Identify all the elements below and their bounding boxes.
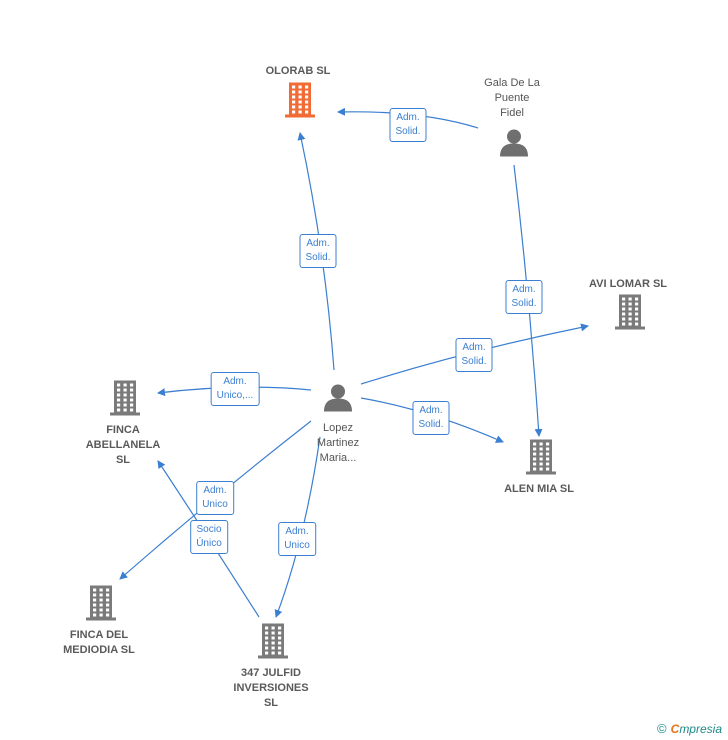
edge-label-line: Adm. [512,284,536,295]
person-icon [500,129,528,157]
edge-label-line: Adm. [223,376,247,387]
node-label-line: ALEN MIA SL [504,483,574,495]
node-label-finca_med[interactable]: FINCA DEL MEDIODIA SL [63,628,135,658]
node-label-line: Martinez [316,437,360,449]
node-label-line: FINCA [106,424,140,436]
edge-label-lopez-to-alen[interactable]: Adm. Solid. [412,401,450,435]
edge-label-line: Adm. [419,405,443,416]
node-lopez[interactable] [323,384,353,417]
edge-label-gala-to-alen[interactable]: Adm. Solid. [505,280,543,314]
node-label-olorab[interactable]: OLORAB SL [266,64,331,79]
node-finca_ab[interactable] [109,380,141,421]
edge-label-line: Adm. [285,526,309,537]
highlighted-building-icon [285,82,315,118]
edge-label-lopez-to-julfid[interactable]: Adm. Unico [278,522,316,556]
node-label-line: OLORAB SL [265,65,331,77]
edge-label-line: Adm. [306,238,330,249]
brand-footer: ©Cmpresia [657,721,722,736]
node-label-line: Puente [494,92,530,104]
node-julfid[interactable] [257,623,289,664]
edge-label-lopez-to-avi[interactable]: Adm. Solid. [455,338,493,372]
node-olorab[interactable] [284,82,316,123]
node-label-line: Gala De La [484,77,540,89]
building-icon [110,380,140,416]
building-icon [526,439,556,475]
edge-label-line: Unico [202,499,228,510]
building-icon [86,585,116,621]
edge-label-line: Solid. [395,126,421,137]
node-label-julfid[interactable]: 347 JULFID INVERSIONES SL [233,666,308,711]
node-label-line: SL [263,697,279,709]
edge-label-line: Adm. [462,342,486,353]
edge-label-line: Adm. [396,112,420,123]
building-icon [258,623,288,659]
node-label-alen[interactable]: ALEN MIA SL [504,482,574,497]
edge-label-line: Solid. [461,356,487,367]
node-gala[interactable] [499,129,529,162]
edge-label-lopez-to-finca_ab[interactable]: Adm. Unico,... [210,372,260,406]
edge-label-line: Socio [196,524,222,535]
node-label-line: ABELLANELA [85,439,161,451]
node-label-finca_ab[interactable]: FINCA ABELLANELA SL [86,423,161,468]
node-label-line: MEDIODIA SL [63,644,135,656]
edge-label-line: Solid. [305,252,331,263]
node-label-line: 347 JULFID [241,667,301,679]
node-label-line: Lopez [323,422,353,434]
edge-label-line: Solid. [511,298,537,309]
edge-label-line: Único [196,538,222,549]
node-label-line: AVI LOMAR SL [588,278,668,290]
node-label-line: SL [115,454,131,466]
edge-label-line: Adm. [203,485,227,496]
node-label-line: INVERSIONES [233,682,309,694]
node-label-line: Maria... [319,452,357,464]
node-avi[interactable] [614,294,646,335]
brand-logo-text: mpresia [679,722,722,736]
brand-logo-letter: C [670,722,680,736]
edge-label-gala-to-olorab[interactable]: Adm. Solid. [389,108,427,142]
edge-label-lopez-to-finca_med[interactable]: Adm. Unico [196,481,234,515]
node-label-line: FINCA DEL [69,629,129,641]
copyright-icon: © [657,721,667,736]
edge-label-line: Unico [284,540,310,551]
edge-label-line: Unico,... [216,390,254,401]
building-icon [615,294,645,330]
edge-label-line: Solid. [418,419,444,430]
node-alen[interactable] [525,439,557,480]
node-label-avi[interactable]: AVI LOMAR SL [589,277,667,292]
node-finca_med[interactable] [85,585,117,626]
node-label-line: Fidel [500,107,524,119]
edge-label-lopez-to-olorab[interactable]: Adm. Solid. [299,234,337,268]
person-icon [324,384,352,412]
